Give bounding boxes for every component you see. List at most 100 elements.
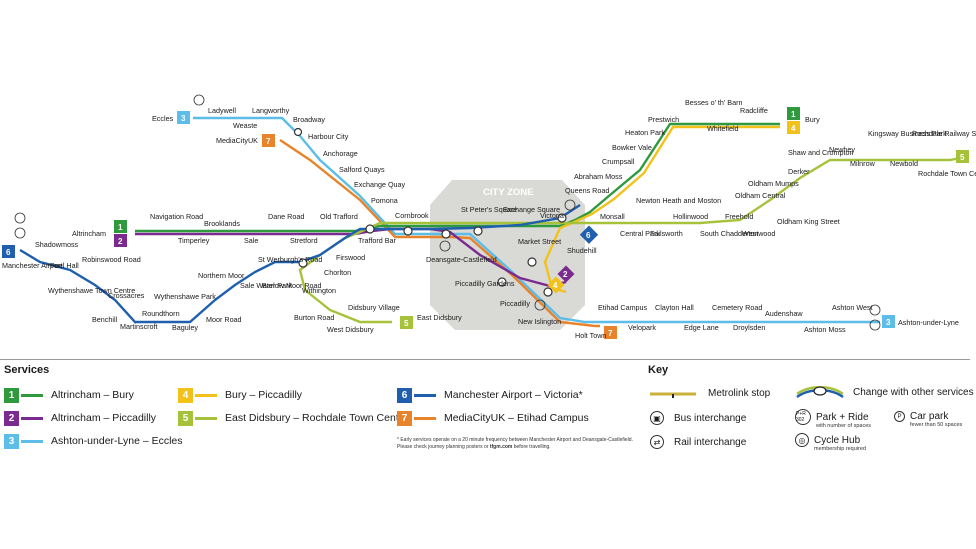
rail-icon: ⇄ [650, 435, 664, 449]
key-car-park-text: Car park [910, 411, 949, 422]
footnote: * Early services operate on a 20 minute … [397, 437, 647, 450]
station-holt-town: Holt Town [575, 331, 606, 340]
service-7: 7 MediaCityUK – Etihad Campus [397, 410, 589, 426]
station-westwood: Westwood [742, 229, 775, 238]
station-withington: Withington [302, 286, 336, 295]
line-didsbury-rochdale [298, 156, 961, 324]
station-didsbury-village: Didsbury Village [348, 303, 400, 312]
footnote-link[interactable]: tfgm.com [489, 443, 513, 450]
station-shadowmoss: Shadowmoss [35, 240, 79, 249]
service-3-badge: 3 [4, 433, 19, 449]
svg-text:3: 3 [181, 114, 186, 123]
station-audenshaw: Audenshaw [765, 309, 803, 318]
station-ashton-ul: Ashton-under-Lyne [898, 318, 959, 327]
station-langworthy: Langworthy [252, 106, 290, 115]
key-cycle-hub-sub: membership required [814, 445, 866, 452]
station-rochdale-tc: Rochdale Town Centre [918, 169, 976, 178]
svg-text:4: 4 [553, 281, 558, 290]
station-oldham-mumps: Oldham Mumps [748, 179, 799, 188]
key-bus-label: Bus interchange [674, 412, 747, 424]
map-icons [14, 94, 881, 331]
key-title: Key [648, 364, 669, 376]
service-3-label: Ashton-under-Lyne – Eccles [51, 435, 183, 447]
service-1-badge: 1 [4, 387, 19, 403]
station-timperley: Timperley [178, 236, 210, 245]
station-firswood: Firswood [336, 253, 365, 262]
station-robinswood: Robinswood Road [82, 255, 141, 264]
service-5-badge: 5 [178, 410, 193, 426]
svg-text:2: 2 [118, 237, 123, 246]
station-eccles: Eccles [152, 114, 174, 123]
interchange-piccadilly [543, 287, 553, 297]
key-car-park: P Car park fewer than 50 spaces [894, 411, 962, 428]
station-hollinwood: Hollinwood [673, 212, 708, 221]
interchange-pg [497, 277, 507, 287]
station-altrincham: Altrincham [72, 229, 106, 238]
service-6: 6 Manchester Airport – Victoria* [397, 387, 583, 403]
station-benchill: Benchill [92, 315, 118, 324]
station-broadway: Broadway [293, 115, 325, 124]
service-4: 4 Bury – Piccadilly [178, 387, 302, 403]
key-rail: ⇄ Rail interchange [650, 435, 746, 449]
line-airport [19, 203, 581, 324]
station-mediacityuk: MediaCityUK [216, 136, 258, 145]
bus-icon-ashton [869, 319, 881, 331]
service-4-badge: 4 [178, 387, 193, 403]
station-stretford: Stretford [290, 236, 318, 245]
interchange-deansgate [441, 229, 451, 239]
rail-icon-piccadilly [534, 299, 546, 311]
station-clayton-hall: Clayton Hall [655, 303, 694, 312]
station-ashton-west: Ashton West [832, 303, 873, 312]
service-6-line [414, 393, 436, 397]
station-pomona: Pomona [371, 196, 398, 205]
station-bowker-vale: Bowker Vale [612, 143, 652, 152]
bus-icon [439, 240, 451, 252]
station-deansgate: Deansgate-Castlefield [426, 255, 497, 264]
station-chorlton: Chorlton [324, 268, 351, 277]
station-st-peters: St Peter's Square [461, 205, 517, 214]
station-velopark: Velopark [628, 323, 656, 332]
service-4-label: Bury – Piccadilly [225, 389, 303, 401]
interchange-harbour-city [293, 127, 303, 137]
bicycle-icon: ◎ [795, 433, 809, 447]
service-2-label: Altrincham – Piccadilly [51, 412, 157, 424]
rail-icon-ashton [869, 304, 881, 316]
key-park-ride-label: Park + Ride with number of spaces [816, 411, 871, 429]
service-6-label: Manchester Airport – Victoria* [444, 389, 583, 401]
station-harbour-city: Harbour City [308, 132, 349, 141]
bus-icon-victoria [564, 199, 576, 211]
station-labels: Eccles Ladywell Weaste Langworthy Broadw… [2, 98, 976, 340]
station-crumpsall: Crumpsall [602, 157, 635, 166]
key-rail-label: Rail interchange [674, 436, 747, 448]
station-burton-road: Burton Road [294, 313, 334, 322]
city-zone-label: CITY ZONE [483, 187, 534, 198]
station-new-islington: New Islington [518, 317, 561, 326]
station-shaw: Shaw and Crompton [788, 148, 854, 157]
station-failsworth: Failsworth [650, 229, 683, 238]
station-moor-road: Moor Road [206, 315, 242, 324]
station-baguley: Baguley [172, 323, 198, 332]
station-exchange-square: Exchange Square [503, 205, 560, 214]
station-victoria: Victoria [540, 211, 564, 220]
station-salford-quays: Salford Quays [339, 165, 385, 174]
tram-icon [193, 94, 205, 106]
interchange-st-peters [473, 226, 483, 236]
svg-text:6: 6 [586, 231, 591, 240]
service-5-line [195, 416, 217, 420]
key-cycle-hub-label: Cycle Hub membership required [814, 435, 866, 452]
key-metrolink-stop: Metrolink stop [650, 388, 770, 399]
station-heaton-park: Heaton Park [625, 128, 665, 137]
svg-text:5: 5 [404, 319, 409, 328]
svg-text:2: 2 [563, 270, 568, 279]
rail-icon [14, 227, 26, 239]
station-kingsway: Kingsway Business Park [868, 129, 947, 138]
station-oldham-king-street: Oldham King Street [777, 217, 840, 226]
station-shudehill: Shudehill [567, 246, 597, 255]
station-manchester-airport: Manchester Airport [2, 261, 62, 270]
key-park-ride-text: Park + Ride [816, 411, 869, 423]
map-badges: 3 7 1 2 6 5 1 4 5 3 7 6 2 4 [2, 107, 969, 339]
interchange-market-street [527, 257, 537, 267]
station-queens-road: Queens Road [565, 186, 609, 195]
station-brooklands: Brooklands [204, 219, 240, 228]
